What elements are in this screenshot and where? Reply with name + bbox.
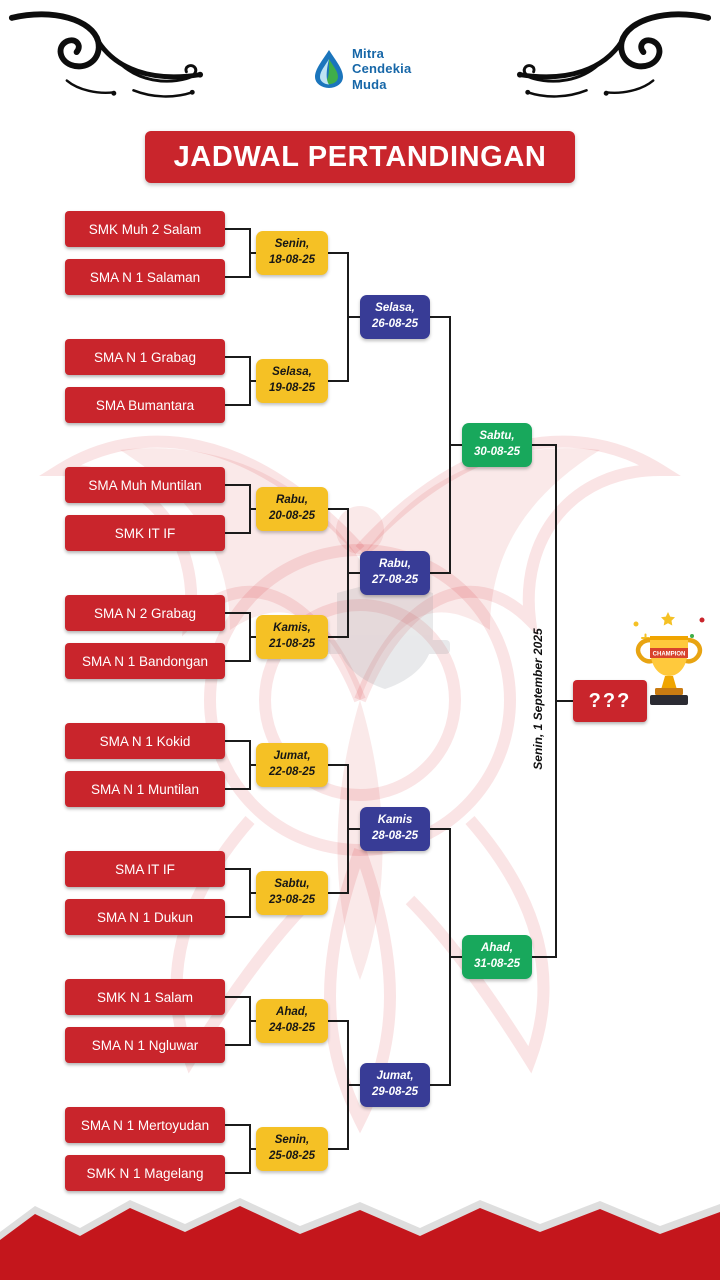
round2-match-date: Rabu, 27-08-25 [360, 551, 430, 595]
team-box: SMA N 1 Salaman [65, 259, 225, 295]
round1-match-date: Rabu, 20-08-25 [256, 487, 328, 531]
trophy-icon: CHAMPION [633, 612, 705, 705]
semifinal-match-date: Ahad, 31-08-25 [462, 935, 532, 979]
team-box: SMK N 1 Magelang [65, 1155, 225, 1191]
team-box: SMA N 2 Grabag [65, 595, 225, 631]
trophy-band-label: CHAMPION [653, 652, 686, 658]
match-day: Ahad, [481, 942, 513, 955]
match-day: Ahad, [276, 1006, 308, 1019]
round1-match-date: Ahad, 24-08-25 [256, 999, 328, 1043]
match-day: Jumat, [273, 750, 311, 763]
round2-match-date: Kamis 28-08-25 [360, 807, 430, 851]
logo-line-1: Mitra [352, 46, 385, 61]
team-box: SMA N 1 Mertoyudan [65, 1107, 225, 1143]
match-date: 22-08-25 [268, 766, 316, 778]
match-date: 23-08-25 [268, 894, 316, 906]
match-day: Rabu, [379, 558, 411, 571]
team-box: SMA Bumantara [65, 387, 225, 423]
team-box: SMA N 1 Bandongan [65, 643, 225, 679]
champion-box: ??? [573, 680, 647, 722]
match-date: 25-08-25 [268, 1150, 316, 1162]
team-box: SMK N 1 Salam [65, 979, 225, 1015]
flourish-left-icon [8, 11, 204, 98]
team-box: SMA N 1 Dukun [65, 899, 225, 935]
match-day: Senin, [274, 238, 310, 251]
team-box: SMA N 1 Grabag [65, 339, 225, 375]
match-date: 30-08-25 [473, 446, 521, 458]
round2-match-date: Selasa, 26-08-25 [360, 295, 430, 339]
match-date: 19-08-25 [268, 382, 316, 394]
match-day: Rabu, [276, 494, 308, 507]
logo-line-2: Cendekia [352, 61, 412, 77]
team-box: SMA Muh Muntilan [65, 467, 225, 503]
flourish-right-icon [516, 11, 712, 98]
match-day: Kamis [377, 814, 413, 827]
team-box: SMK Muh 2 Salam [65, 211, 225, 247]
match-date: 26-08-25 [371, 318, 419, 330]
logo-drop-icon [315, 49, 343, 88]
team-box: SMA N 1 Kokid [65, 723, 225, 759]
team-box: SMA N 1 Ngluwar [65, 1027, 225, 1063]
round1-match-date: Kamis, 21-08-25 [256, 615, 328, 659]
round2-match-date: Jumat, 29-08-25 [360, 1063, 430, 1107]
match-day: Jumat, [376, 1070, 414, 1083]
match-date: 18-08-25 [268, 254, 316, 266]
match-date: 29-08-25 [371, 1086, 419, 1098]
round1-match-date: Selasa, 19-08-25 [256, 359, 328, 403]
semifinal-match-date: Sabtu, 30-08-25 [462, 423, 532, 467]
match-day: Sabtu, [479, 430, 515, 443]
match-day: Senin, [274, 1134, 310, 1147]
match-date: 20-08-25 [268, 510, 316, 522]
round1-match-date: Senin, 18-08-25 [256, 231, 328, 275]
match-day: Kamis, [273, 622, 311, 635]
crest-watermark [320, 580, 450, 689]
match-date: 27-08-25 [371, 574, 419, 586]
match-day: Selasa, [375, 302, 415, 315]
match-day: Selasa, [272, 366, 312, 379]
match-date: 21-08-25 [268, 638, 316, 650]
logo: Mitra Cendekia Muda [314, 46, 411, 92]
match-day: Sabtu, [274, 878, 310, 891]
page-title: JADWAL PERTANDINGAN [145, 131, 575, 183]
match-date: 24-08-25 [268, 1022, 316, 1034]
match-date: 31-08-25 [473, 958, 521, 970]
team-box: SMK IT IF [65, 515, 225, 551]
final-date-label: Senin, 1 September 2025 [531, 628, 545, 770]
round1-match-date: Jumat, 22-08-25 [256, 743, 328, 787]
team-box: SMA N 1 Muntilan [65, 771, 225, 807]
team-box: SMA IT IF [65, 851, 225, 887]
round1-match-date: Senin, 25-08-25 [256, 1127, 328, 1171]
match-date: 28-08-25 [371, 830, 419, 842]
logo-line-3: Muda [352, 76, 387, 92]
round1-match-date: Sabtu, 23-08-25 [256, 871, 328, 915]
